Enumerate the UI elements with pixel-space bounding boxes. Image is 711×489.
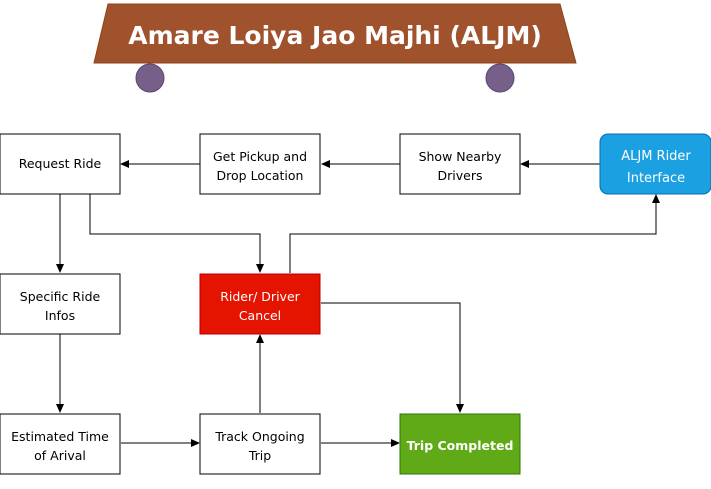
node-estimated-time-line1: Estimated Time xyxy=(11,429,109,444)
node-trip-completed: Trip Completed xyxy=(399,413,521,475)
banner-wheel-right xyxy=(485,63,515,93)
node-track-trip-line1: Track Ongoing xyxy=(214,429,304,444)
node-get-pickup: Get Pickup and Drop Location xyxy=(199,133,321,195)
node-rider-interface: ALJM Rider Interface xyxy=(599,133,711,195)
node-rider-interface-line1: ALJM Rider xyxy=(621,149,691,164)
connectors xyxy=(56,160,660,447)
node-estimated-time: Estimated Time of Arival xyxy=(0,413,121,475)
node-show-nearby-line1: Show Nearby xyxy=(419,149,502,164)
node-specific-ride-line2: Infos xyxy=(45,308,75,323)
node-estimated-time-line2: of Arival xyxy=(34,448,86,463)
banner-shape xyxy=(93,3,577,64)
node-show-nearby: Show Nearby Drivers xyxy=(399,133,521,195)
node-get-pickup-line2: Drop Location xyxy=(217,168,304,183)
node-request-ride: Request Ride xyxy=(0,133,121,195)
edge-cancel-to-interface xyxy=(289,194,660,273)
node-cancel-line1: Rider/ Driver xyxy=(220,289,300,304)
node-trip-completed-label: Trip Completed xyxy=(407,438,514,453)
node-show-nearby-line2: Drivers xyxy=(438,168,483,183)
node-track-trip: Track Ongoing Trip xyxy=(199,413,321,475)
node-specific-ride: Specific Ride Infos xyxy=(0,273,121,335)
node-cancel-line2: Cancel xyxy=(239,308,281,323)
edge-cancel-to-completed xyxy=(321,302,464,413)
node-rider-interface-line2: Interface xyxy=(627,171,685,186)
diagram-title: Amare Loiya Jao Majhi (ALJM) xyxy=(128,21,542,50)
node-request-ride-label: Request Ride xyxy=(19,156,102,171)
title-banner: Amare Loiya Jao Majhi (ALJM) xyxy=(93,3,577,93)
node-specific-ride-line1: Specific Ride xyxy=(20,289,101,304)
banner-wheel-left xyxy=(135,63,165,93)
edge-request-to-cancel xyxy=(89,194,264,273)
node-get-pickup-line1: Get Pickup and xyxy=(213,149,307,164)
node-track-trip-line2: Trip xyxy=(248,448,271,463)
node-cancel: Rider/ Driver Cancel xyxy=(199,273,321,335)
